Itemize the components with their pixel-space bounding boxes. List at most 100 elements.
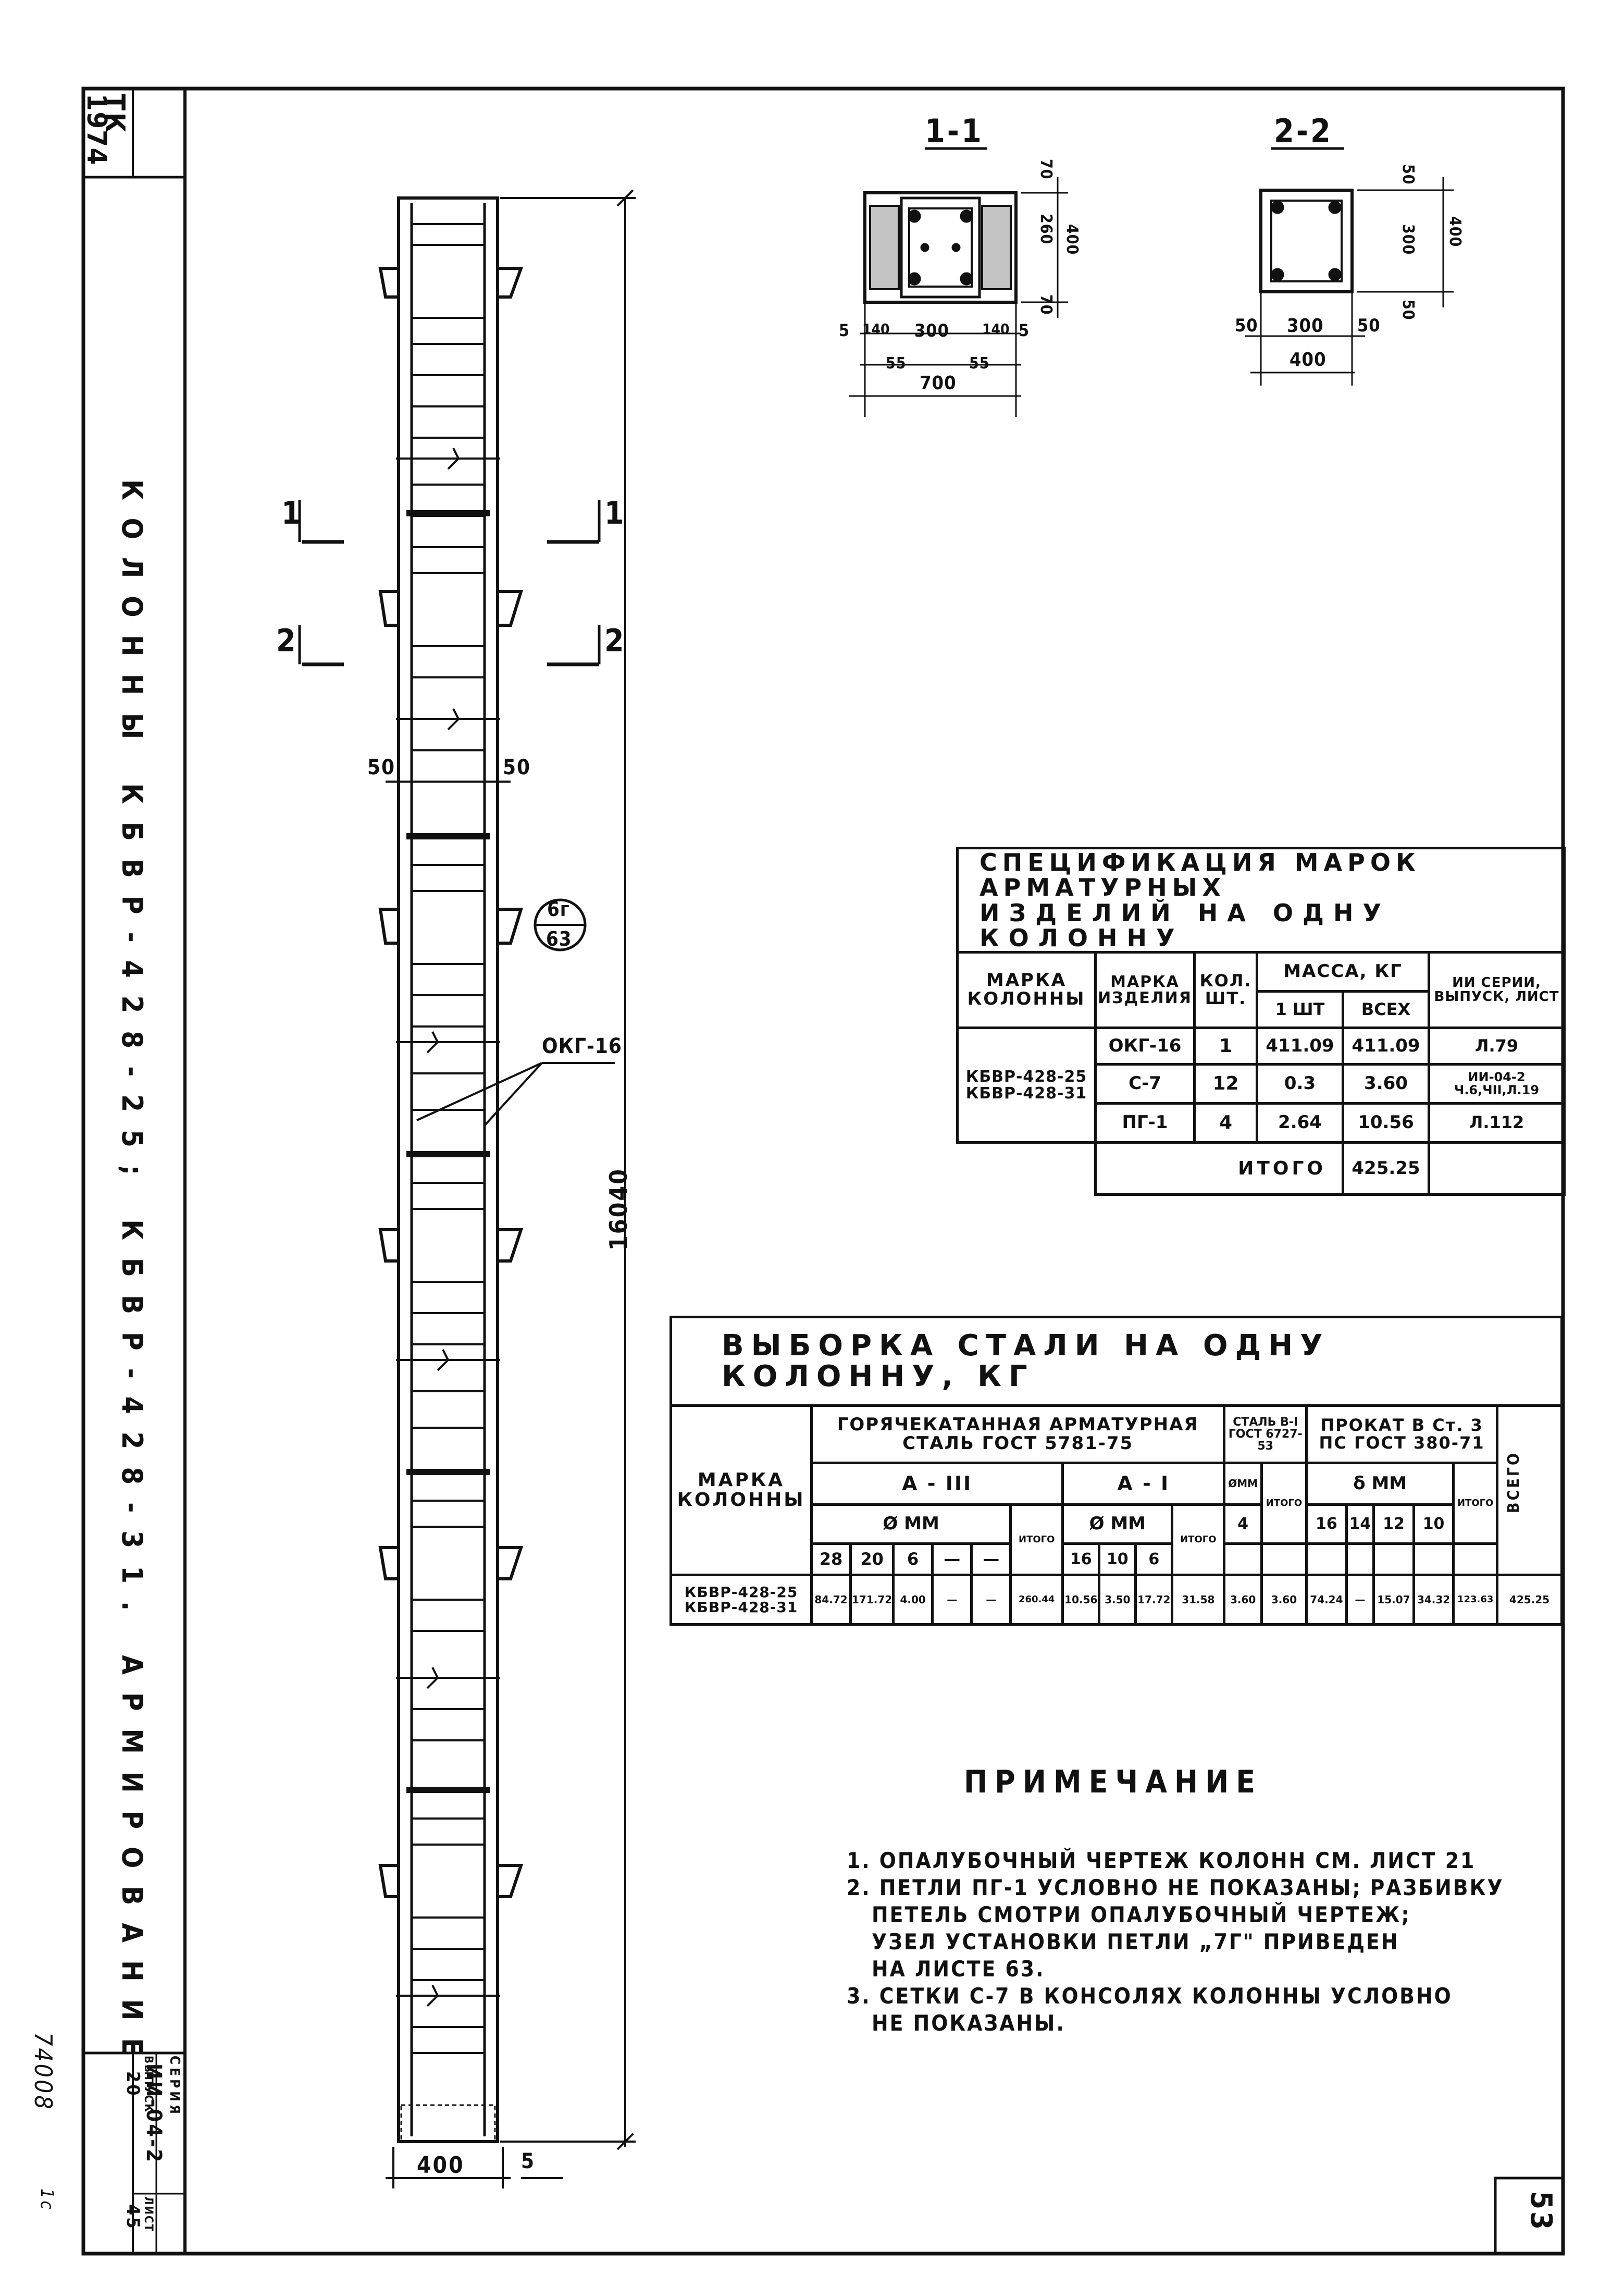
spec-columns: КБВР-428-25 КБВР-428-31	[956, 1026, 1097, 1144]
dim-50-right: 50	[503, 756, 531, 780]
spec-total-label: ИТОГО	[1094, 1141, 1344, 1196]
steel-d-a3: 28	[810, 1542, 852, 1576]
steel-val: 123.63	[1452, 1574, 1499, 1626]
steel-phi-a1: Ø ММ	[1061, 1503, 1174, 1545]
stamp-series-label: СЕРИЯ	[167, 2056, 182, 2117]
steel-val: 3.60	[1260, 1574, 1308, 1626]
spec-row-ref: Л.112	[1428, 1102, 1566, 1144]
cut-1-right: 1	[604, 495, 626, 531]
notes-heading: ПРИМЕЧАНИЕ	[964, 1764, 1263, 1800]
steel-d-a3: 6	[892, 1542, 934, 1576]
steel-d-r: 10	[1412, 1503, 1455, 1545]
steel-d-a1: 6	[1134, 1542, 1174, 1576]
spec-title-1: СПЕЦИФИКАЦИЯ МАРОК АРМАТУРНЫХ	[980, 848, 1421, 902]
steel-val: 171.72	[849, 1574, 895, 1626]
inventory-number: 74008	[29, 2032, 57, 2111]
callout-okg16: ОКГ-16	[542, 1034, 622, 1058]
cut-1-left: 1	[281, 495, 303, 531]
spec-row-qty: 4	[1193, 1102, 1258, 1144]
cut-2-left: 2	[276, 623, 298, 659]
s2-dim-w2: 300	[1287, 315, 1324, 337]
spec-row-all: 10.56	[1342, 1102, 1430, 1144]
s1-dim-h2: 260	[1037, 214, 1055, 245]
s2-dim-w3: 50	[1357, 315, 1381, 336]
steel-d-a1: 10	[1098, 1542, 1137, 1576]
steel-d-a3: 20	[849, 1542, 895, 1576]
s1-dim-w7: 55	[969, 354, 990, 373]
spec-row-item: ОКГ-16	[1094, 1026, 1196, 1066]
column-elevation	[378, 196, 615, 2143]
steel-total-w: ИТОГО	[1260, 1462, 1308, 1545]
steel-class-a3: А - III	[810, 1462, 1064, 1506]
steel-val: 4.00	[892, 1574, 934, 1626]
steel-col-mark: МАРКА КОЛОННЫ	[670, 1404, 813, 1576]
steel-d-a1: 16	[1061, 1542, 1101, 1576]
steel-grand-total-head: ВСЕГО	[1496, 1404, 1563, 1576]
spec-col-mass-one: 1 ШТ	[1256, 990, 1344, 1029]
steel-d-w: 4	[1223, 1503, 1263, 1545]
dim-50-left: 50	[367, 756, 396, 780]
bottom-dim-5: 5	[521, 2149, 537, 2173]
steel-total-a1: ИТОГО	[1171, 1503, 1226, 1576]
spec-row-ref: ИИ-04-2 Ч.6,ЧII,Л.19	[1428, 1063, 1566, 1105]
spec-row-all: 411.09	[1342, 1026, 1430, 1066]
steel-group-wire: СТАЛЬ В-I ГОСТ 6727-53	[1223, 1404, 1308, 1464]
s1-dim-w1: 5	[839, 320, 850, 340]
spec-col-mass-all: ВСЕХ	[1342, 990, 1430, 1029]
s1-dim-w8: 700	[920, 373, 957, 394]
spec-title-2: ИЗДЕЛИЙ НА ОДНУ КОЛОННУ	[980, 898, 1391, 952]
steel-val: —	[970, 1574, 1012, 1626]
steel-total-r: ИТОГО	[1452, 1462, 1499, 1545]
spec-table: СПЕЦИФИКАЦИЯ МАРОК АРМАТУРНЫХ ИЗДЕЛИЙ НА…	[956, 847, 1566, 1196]
spec-col-qty: КОЛ. ШТ.	[1193, 951, 1258, 1029]
steel-phi-a3: Ø ММ	[810, 1503, 1012, 1545]
section-2-2-drawing	[1245, 147, 1454, 386]
spec-col-mark-item: МАРКА ИЗДЕЛИЯ	[1094, 951, 1196, 1029]
steel-title: ВЫБОРКА СТАЛИ НА ОДНУ КОЛОННУ, КГ	[670, 1316, 1563, 1407]
corner-year: 1974	[81, 94, 112, 166]
s2-dim-w4: 400	[1290, 349, 1327, 370]
spec-row-qty: 1	[1193, 1026, 1258, 1066]
height-dimension: 16040	[604, 1168, 633, 1251]
steel-d-r: 16	[1305, 1503, 1348, 1545]
note-line: НА ЛИСТЕ 63.	[872, 1956, 1045, 1982]
notes-list: 1. ОПАЛУБОЧНЫЙ ЧЕРТЕЖ КОЛОНН СМ. ЛИСТ 21…	[847, 1847, 1504, 2037]
inventory-suffix: 1с	[36, 2188, 57, 2212]
steel-val: 84.72	[810, 1574, 852, 1626]
steel-table: ВЫБОРКА СТАЛИ НА ОДНУ КОЛОННУ, КГ МАРКА …	[670, 1316, 1563, 1626]
steel-row-marks: КБВР-428-25 КБВР-428-31	[670, 1574, 813, 1626]
s1-dim-w3: 300	[914, 320, 949, 341]
spec-row-item: С-7	[1094, 1063, 1196, 1105]
steel-val: 15.07	[1372, 1574, 1415, 1626]
spec-row-one: 2.64	[1256, 1102, 1344, 1144]
note-line: ПЕТЕЛЬ СМОТРИ ОПАЛУБОЧНЫЙ ЧЕРТЕЖ;	[872, 1902, 1411, 1927]
steel-group-rolled: ПРОКАТ В Ст. 3 ПС ГОСТ 380-71	[1305, 1404, 1499, 1464]
stamp-sheet-label: ЛИСТ	[142, 2196, 155, 2233]
spec-row-one: 0.3	[1256, 1063, 1344, 1105]
width-dimension: 400	[417, 2152, 465, 2179]
stamp-issue-value: 20	[122, 2071, 143, 2098]
steel-group-hot: ГОРЯЧЕКАТАННАЯ АРМАТУРНАЯ СТАЛЬ ГОСТ 578…	[810, 1404, 1226, 1464]
section-1-1-drawing	[849, 147, 1068, 417]
steel-val: —	[1345, 1574, 1375, 1626]
steel-phi-w: ØММ	[1223, 1462, 1263, 1506]
steel-class-a1: А - I	[1061, 1462, 1226, 1506]
steel-val: 74.24	[1305, 1574, 1348, 1626]
node-top-label: 6г	[547, 898, 570, 921]
steel-d-a3: —	[970, 1542, 1012, 1576]
steel-d-a3: —	[931, 1542, 973, 1576]
s2-dim-h3: 400	[1446, 216, 1464, 248]
steel-val: 425.25	[1496, 1574, 1563, 1626]
steel-val: 3.50	[1098, 1574, 1137, 1626]
steel-d-r: 12	[1372, 1503, 1415, 1545]
spec-row-qty: 12	[1193, 1063, 1258, 1105]
note-line: 3. СЕТКИ С-7 В КОНСОЛЯХ КОЛОННЫ УСЛОВНО	[847, 1983, 1453, 2009]
steel-val: 10.56	[1061, 1574, 1101, 1626]
spec-row-ref: Л.79	[1428, 1026, 1566, 1066]
note-line: 2. ПЕТЛИ ПГ-1 УСЛОВНО НЕ ПОКАЗАНЫ; РАЗБИ…	[847, 1875, 1504, 1900]
s2-dim-h4: 50	[1399, 300, 1417, 320]
spec-total-value: 425.25	[1342, 1141, 1430, 1196]
steel-val: 3.60	[1223, 1574, 1263, 1626]
steel-val: 17.72	[1134, 1574, 1174, 1626]
spec-row-one: 411.09	[1256, 1026, 1344, 1066]
